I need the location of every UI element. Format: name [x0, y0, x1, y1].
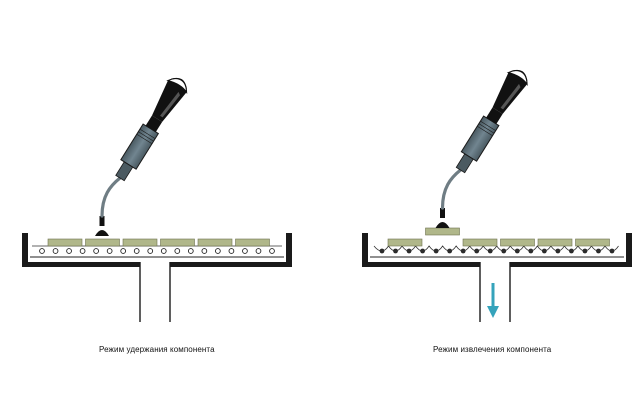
suction-cup — [435, 222, 450, 228]
pen-body — [115, 77, 188, 182]
barrel-ridge — [138, 131, 154, 142]
barrel — [120, 123, 160, 170]
stem-opening — [140, 261, 170, 268]
suction-cup — [95, 230, 109, 236]
vacuum-hole — [66, 248, 72, 254]
caption-release-mode: Режим извлечения компонента — [433, 345, 552, 354]
cap-rim — [511, 70, 528, 81]
vacuum-hole — [201, 248, 208, 254]
component — [575, 238, 610, 247]
component — [197, 238, 233, 247]
tray-wall-left — [362, 233, 368, 266]
vacuum-hole — [187, 248, 194, 254]
component — [160, 238, 195, 247]
component — [235, 238, 270, 247]
vacuum-hole — [133, 248, 140, 254]
tray — [362, 233, 632, 322]
neck — [486, 107, 503, 124]
component — [122, 238, 158, 247]
handle-highlight — [160, 91, 180, 118]
vacuum-hole — [52, 248, 59, 254]
component — [537, 238, 573, 247]
component — [47, 238, 83, 247]
neck — [145, 115, 163, 132]
vacuum-hole — [242, 248, 248, 254]
vacuum-hole — [255, 248, 262, 254]
barrel-ridge — [477, 125, 493, 137]
vacuum-hole — [160, 248, 167, 254]
barrel — [460, 115, 500, 162]
vacuum-hole — [79, 248, 86, 254]
vacuum-hole — [120, 248, 127, 254]
pen-body — [455, 69, 528, 174]
barrel-ridge — [139, 128, 156, 139]
hose — [100, 176, 122, 218]
vacuum-holes — [32, 245, 282, 254]
handle-highlight — [500, 83, 521, 110]
membrane — [373, 245, 619, 252]
component — [462, 238, 498, 247]
tray-wall-right — [626, 233, 632, 266]
hose — [440, 168, 463, 210]
vacuum-hole — [93, 248, 99, 254]
panel-hold-mode — [22, 77, 292, 322]
arrow-down-icon — [487, 283, 499, 318]
nozzle — [440, 208, 445, 218]
tray-wall-right — [286, 233, 292, 266]
component — [387, 238, 423, 247]
stem-opening — [480, 261, 510, 268]
vacuum-hole — [228, 248, 235, 254]
panel-release-mode — [362, 69, 632, 322]
vacuum-hole — [39, 248, 45, 254]
tray-wall-left — [22, 233, 28, 266]
vacuum-pickup-pen-icon — [435, 69, 528, 228]
handle — [152, 80, 187, 122]
caption-hold-mode: Режим удержания компонента — [99, 345, 215, 354]
nozzle — [99, 216, 105, 226]
barrel-ridge — [478, 123, 495, 134]
lifted-component — [425, 227, 460, 236]
barrel-ridge — [136, 133, 153, 145]
component — [85, 238, 120, 247]
vacuum-holes — [373, 245, 619, 254]
components — [387, 227, 610, 247]
arrow-head — [487, 306, 499, 318]
tray — [22, 233, 292, 322]
vacuum-pickup-pen-icon — [95, 77, 188, 236]
vacuum-hole — [174, 248, 181, 254]
handle — [492, 72, 528, 114]
vacuum-hole — [215, 248, 221, 254]
vacuum-hole — [269, 248, 275, 254]
component — [500, 238, 535, 247]
vacuum-hole — [147, 248, 154, 254]
components — [47, 238, 270, 247]
barrel-ridge — [480, 120, 496, 131]
vacuum-hole — [106, 248, 113, 254]
cap-rim — [171, 78, 187, 89]
